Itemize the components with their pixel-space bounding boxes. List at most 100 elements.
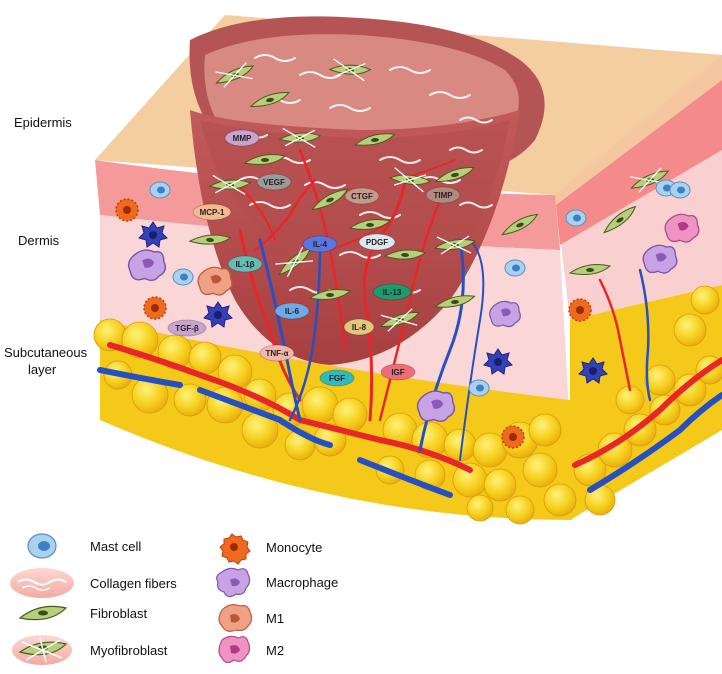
- cytokine-badge: PDGF: [358, 233, 396, 251]
- cytokine-badge: IL-4: [302, 235, 338, 253]
- fibroblast: [434, 167, 476, 182]
- myofibroblast: [433, 235, 477, 255]
- fibroblast-icon: [18, 605, 68, 621]
- mast-cell: [669, 181, 691, 199]
- cytokine-badge: TNF-α: [259, 344, 295, 362]
- legend-macrophage: Macrophage: [266, 575, 338, 590]
- fibroblast: [383, 249, 427, 260]
- cytokine-label: MMP: [233, 134, 252, 143]
- mast-cell-icon: [27, 533, 57, 559]
- macrophage: [642, 244, 678, 274]
- fat-blob: [673, 313, 707, 347]
- dendritic-cell: [203, 301, 233, 328]
- fat-blob: [673, 373, 707, 407]
- fibroblast: [348, 219, 392, 230]
- monocyte: [115, 198, 139, 222]
- fibroblast: [249, 92, 291, 107]
- dendritic-cell: [483, 348, 513, 375]
- collagen-fibers-icon: [10, 568, 74, 598]
- mast-cell: [172, 268, 194, 286]
- legend: Mast cell Collagen fibers Fibroblast Myo…: [10, 533, 338, 665]
- macrophage: [489, 300, 521, 328]
- myofibroblast: [630, 167, 670, 193]
- fibroblast: [188, 234, 232, 245]
- fat-blob: [466, 494, 494, 522]
- mast-cell: [504, 259, 526, 277]
- fibroblast-cells: [188, 58, 670, 332]
- monocyte-icon: [219, 533, 251, 565]
- cytokine-label: FGF: [329, 374, 345, 383]
- cytokine-label: TNF-α: [265, 349, 288, 358]
- cytokine-badge: VEGF: [256, 173, 292, 191]
- myofibroblast: [278, 127, 322, 148]
- fat-blob: [505, 495, 535, 525]
- myofibroblast-icon: [12, 635, 72, 665]
- myofibroblast: [379, 308, 421, 332]
- cytokine-badge: TIMP: [425, 186, 461, 204]
- macrophage: [416, 390, 456, 423]
- fat-blob: [483, 468, 517, 502]
- m1-macrophage: [197, 266, 233, 296]
- myofibroblast: [215, 62, 255, 88]
- m2-macrophage: [664, 213, 700, 243]
- fat-blob: [644, 364, 676, 396]
- cytokine-label: VEGF: [263, 178, 285, 187]
- cytokine-badge: MCP-1: [192, 203, 232, 221]
- cytokine-label: TGF-β: [175, 324, 199, 333]
- cytokine-label: IL-6: [285, 307, 300, 316]
- fibroblast: [568, 264, 612, 275]
- myofibroblast: [388, 167, 432, 193]
- m2-icon: [218, 635, 251, 664]
- mast-cell: [565, 209, 587, 227]
- fat-blob: [690, 285, 720, 315]
- label-subcutaneous: Subcutaneous: [4, 345, 88, 360]
- m1-icon: [218, 604, 253, 632]
- immune-cells: [115, 179, 700, 449]
- macrophage: [127, 249, 167, 282]
- monocyte: [501, 425, 525, 449]
- cytokine-label: CTGF: [351, 192, 373, 201]
- fat-blob: [301, 386, 339, 424]
- fat-blob: [522, 452, 558, 488]
- cytokine-badge: IL-8: [343, 318, 375, 336]
- fat-blob: [188, 341, 222, 375]
- cytokine-badge: IGF: [380, 363, 416, 381]
- fat-blob: [528, 413, 562, 447]
- cytokine-label: IL-4: [313, 240, 328, 249]
- legend-monocyte: Monocyte: [266, 540, 322, 555]
- cytokine-label: TIMP: [433, 191, 453, 200]
- vein-main: [97, 367, 453, 498]
- myofibroblast: [208, 174, 252, 195]
- label-epidermis: Epidermis: [14, 115, 72, 130]
- layer-labels: Epidermis Dermis Subcutaneous layer: [4, 115, 88, 377]
- dendritic-cell: [578, 357, 608, 384]
- cytokine-label: IGF: [391, 368, 404, 377]
- cytokine-badge: IL-13: [372, 283, 412, 301]
- label-subcutaneous-layer: layer: [28, 362, 57, 377]
- cytokine-badge: MMP: [224, 129, 260, 147]
- myofibroblast: [328, 58, 372, 82]
- cytokine-badges: MMP VEGF CTGF TIMP MCP-1IL-4 PDGF IL-1βIL-13IL…: [167, 129, 461, 387]
- label-dermis: Dermis: [18, 233, 60, 248]
- macrophage-icon: [216, 567, 251, 598]
- legend-collagen-fibers: Collagen fibers: [90, 576, 177, 591]
- cytokine-badge: IL-1β: [227, 255, 263, 273]
- fibroblast: [501, 213, 539, 236]
- fibroblast: [243, 154, 287, 165]
- mast-cell: [468, 379, 490, 397]
- dendritic-cell: [138, 221, 168, 248]
- fat-blob: [543, 483, 577, 517]
- fat-blob: [649, 394, 681, 426]
- cytokine-badge: TGF-β: [167, 319, 207, 337]
- cytokine-label: PDGF: [366, 238, 388, 247]
- legend-m1: M1: [266, 611, 284, 626]
- fibroblast: [311, 188, 349, 211]
- cytokine-label: IL-13: [383, 288, 402, 297]
- legend-mast-cell: Mast cell: [90, 539, 141, 554]
- monocyte: [568, 298, 592, 322]
- legend-m2: M2: [266, 643, 284, 658]
- cytokine-badge: CTGF: [344, 187, 380, 205]
- cytokine-badge: FGF: [319, 369, 355, 387]
- wound: [189, 16, 545, 365]
